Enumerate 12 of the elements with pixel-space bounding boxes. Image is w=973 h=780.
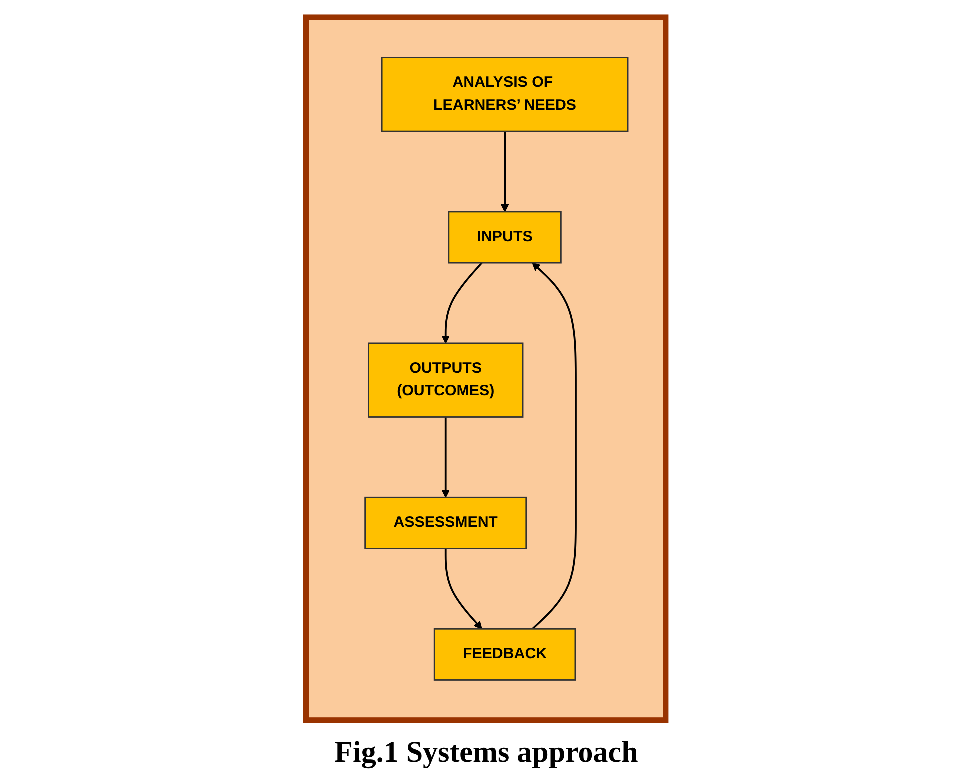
arrow (442, 417, 450, 498)
arrow (501, 132, 510, 212)
arrow (532, 262, 578, 630)
node-box: OUTPUTS (OUTCOMES) (368, 342, 524, 418)
cluster (304, 14, 670, 724)
arrow (445, 548, 483, 630)
node-box: ASSESSMENT (365, 496, 528, 550)
node-box: INPUTS (448, 211, 562, 264)
node-box: FEEDBACK (434, 628, 577, 681)
arrow (442, 262, 484, 344)
node-box: ANALYSIS OF LEARNERS’ NEEDS (382, 57, 630, 132)
figure-caption: Fig.1 Systems approach (334, 736, 638, 770)
